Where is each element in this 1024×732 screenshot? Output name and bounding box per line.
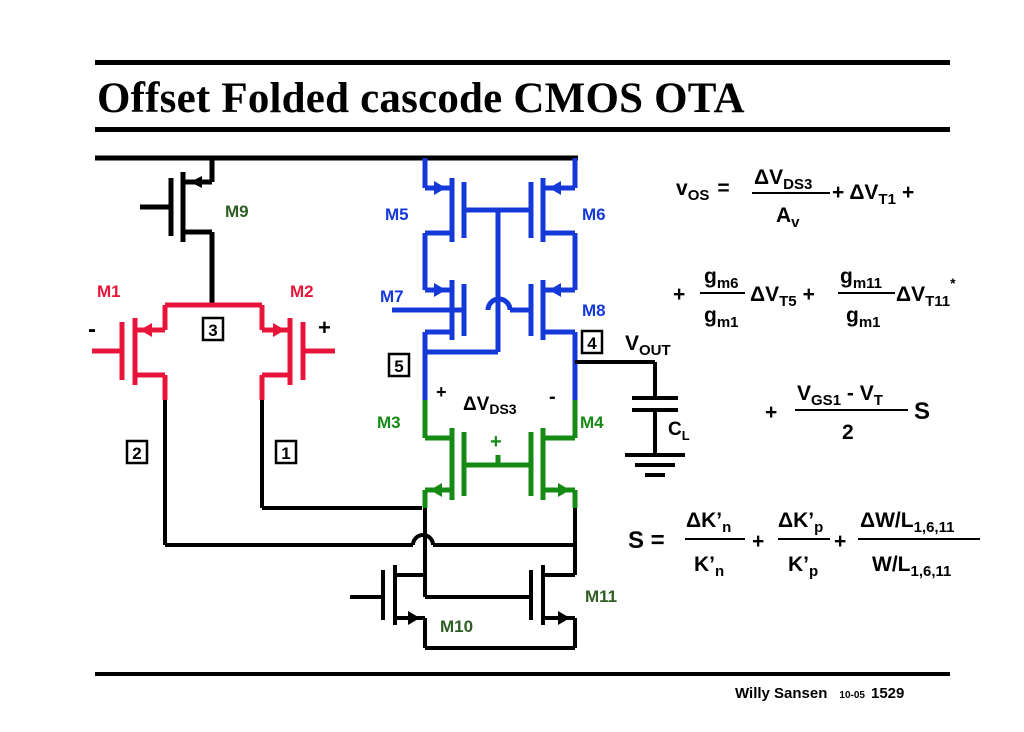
label-m2: M2 [290,282,314,301]
node-5: 5 [394,357,403,376]
dvds3-label: ΔVDS3 [463,394,517,417]
label-m4: M4 [580,413,604,432]
label-m6: M6 [582,205,606,224]
vt5-term: ΔVT5+ [750,283,815,310]
f2-denominator: gm1 [704,304,739,331]
vt11-term: ΔVT11* [896,275,956,310]
node-1: 1 [281,444,290,463]
vout-label: VOUT [625,332,671,359]
title-underline [95,127,950,132]
kp-denominator: K’p [788,553,818,580]
slide-title: Offset Folded cascode CMOS OTA [97,75,745,122]
node-box-3 [201,316,225,342]
f3-denominator: gm1 [846,304,881,331]
node-4: 4 [587,334,597,353]
output-load [575,360,685,477]
f4-numerator: VGS1 - VT [797,382,883,409]
fraction-bars [685,192,980,540]
footer-author: Willy Sansen [735,685,828,702]
mirror-plus: + [490,431,502,453]
signal-wires [163,400,575,547]
top-rule [95,60,950,65]
wl-denominator: W/L1,6,11 [872,553,951,580]
kp-numerator: ΔK’p [778,509,823,536]
label-m8: M8 [582,301,606,320]
footer-code: 10-05 [839,690,865,701]
plus-6: + [834,530,846,553]
plus-5: + [752,530,764,553]
node-box-1 [274,439,298,465]
f3-numerator: gm11 [840,265,882,292]
node-box-5 [387,352,411,378]
input-plus-sign: + [318,315,331,340]
footer: Willy Sansen 10-05 1529 [735,685,904,702]
label-m7: M7 [380,287,404,306]
transistor-m9 [140,158,215,305]
node-boxes [125,316,604,465]
node-2: 2 [132,444,141,463]
nmos-mirror-m3-m4 [422,400,578,508]
pmos-cascode-m5-m8 [392,158,578,400]
f1-numerator: ΔVDS3 [754,166,812,193]
plus-4: + [765,401,777,424]
input-minus-sign: - [88,316,96,343]
plus-2: + [673,283,685,306]
label-m5: M5 [385,205,409,224]
node-3: 3 [208,321,217,340]
kn-denominator: K’n [694,553,724,580]
vt1-term: + ΔVT1+ [832,181,914,208]
vos-lhs: vOS= [676,177,730,204]
node-box-4 [580,329,604,355]
footer-page: 1529 [870,685,905,702]
f1-denominator: Av [776,204,800,231]
label-m3: M3 [377,413,401,432]
wl-numerator: ΔW/L1,6,11 [860,509,954,536]
node-box-2 [125,439,149,465]
cl-label: CL [668,419,690,443]
dvds3-plus: + [436,382,447,402]
label-m9: M9 [225,202,249,221]
input-pair-m1-m2 [92,302,335,400]
footer-rule [95,672,950,676]
s-term: S [914,398,930,425]
kn-numerator: ΔK’n [686,509,731,536]
label-m1: M1 [97,282,121,301]
label-m10: M10 [440,617,473,636]
dvds3-minus: - [549,386,556,408]
f4-denominator: 2 [842,421,854,444]
current-sources-m10-m11 [350,508,577,650]
f2-numerator: gm6 [704,265,739,292]
s-definition-lhs: S = [628,527,665,554]
label-m11: M11 [585,587,617,606]
